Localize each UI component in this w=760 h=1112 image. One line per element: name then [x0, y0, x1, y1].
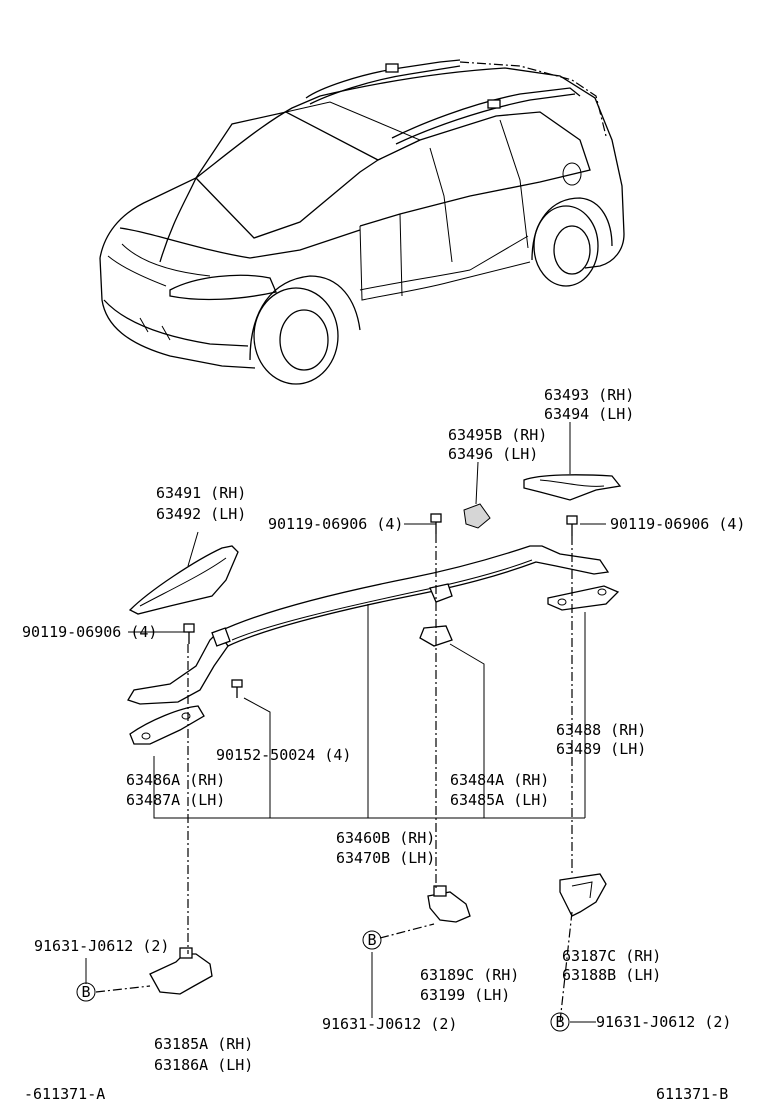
label-nut-center: 91631-J0612 (2) — [322, 1015, 457, 1033]
label-63495b: 63495B (RH) — [448, 426, 547, 444]
label-63199: 63199 (LH) — [420, 986, 510, 1004]
rear-pad — [547, 585, 620, 611]
label-63487a: 63487A (LH) — [126, 791, 225, 809]
label-63492: 63492 (LH) — [156, 505, 246, 523]
roof-rail-assembly — [127, 474, 622, 745]
roof-rail-main — [217, 545, 610, 647]
marker-b-center-text: B — [367, 931, 376, 949]
label-63187c: 63187C (RH) — [562, 947, 661, 965]
part-labels: 63493 (RH) 63494 (LH) 63495B (RH) 63496 … — [22, 386, 745, 1103]
rear-bracket — [559, 873, 607, 917]
label-63486a: 63486A (RH) — [126, 771, 225, 789]
label-63188b: 63188B (LH) — [562, 966, 661, 984]
label-63460b: 63460B (RH) — [336, 829, 435, 847]
screw-icon — [231, 679, 243, 698]
label-63493: 63493 (RH) — [544, 386, 634, 404]
label-63489: 63489 (LH) — [556, 740, 646, 758]
ref-code-right: 611371-B — [656, 1085, 728, 1103]
center-cap — [463, 503, 491, 529]
rear-end-cover — [523, 474, 622, 501]
marker-b-right-text: B — [555, 1013, 564, 1031]
label-63484a: 63484A (RH) — [450, 771, 549, 789]
label-screw: 90152-50024 (4) — [216, 746, 351, 764]
front-pad — [129, 705, 205, 745]
marker-b-center — [362, 930, 382, 950]
brackets — [149, 873, 607, 995]
label-nut-right: 91631-J0612 (2) — [596, 1013, 731, 1031]
ref-code-left: -611371-A — [24, 1085, 105, 1103]
bolt-left-icon — [183, 623, 195, 644]
label-bolt-right: 90119-06906 (4) — [610, 515, 745, 533]
label-63491: 63491 (RH) — [156, 484, 246, 502]
label-63189c: 63189C (RH) — [420, 966, 519, 984]
label-63488: 63488 (RH) — [556, 721, 646, 739]
vehicle-illustration — [99, 59, 625, 385]
marker-b-left — [76, 982, 96, 1002]
center-bracket — [427, 891, 471, 923]
label-bolt-left: 90119-06906 (4) — [22, 623, 157, 641]
label-63496: 63496 (LH) — [448, 445, 538, 463]
bolt-right-icon — [566, 515, 578, 536]
label-63485a: 63485A (LH) — [450, 791, 549, 809]
front-bracket — [149, 953, 213, 995]
leader-lines — [85, 422, 606, 1023]
front-end-cover — [128, 545, 239, 615]
label-63186a: 63186A (LH) — [154, 1056, 253, 1074]
label-bolt-center: 90119-06906 (4) — [268, 515, 403, 533]
label-63494: 63494 (LH) — [544, 405, 634, 423]
label-63185a: 63185A (RH) — [154, 1035, 253, 1053]
marker-b-left-text: B — [81, 983, 90, 1001]
marker-b-right — [550, 1012, 570, 1032]
label-nut-left: 91631-J0612 (2) — [34, 937, 169, 955]
label-63470b: 63470B (LH) — [336, 849, 435, 867]
